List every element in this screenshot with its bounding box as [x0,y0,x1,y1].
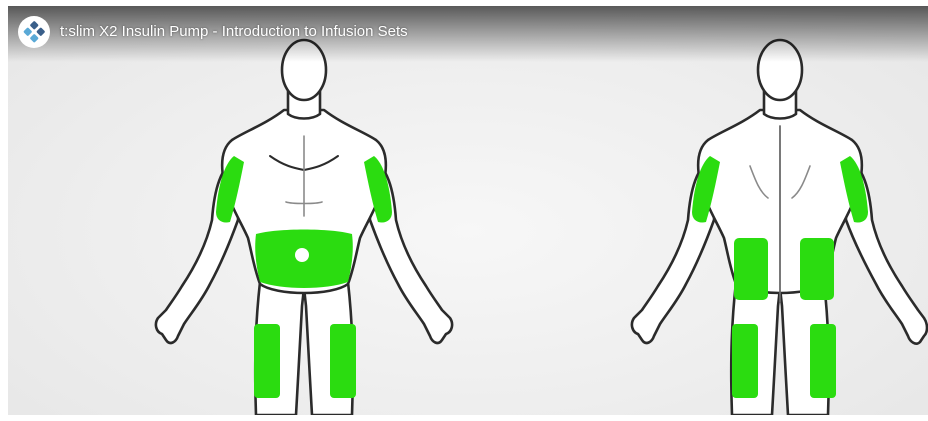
back-site-thigh-left [732,324,758,398]
video-title[interactable]: t:slim X2 Insulin Pump - Introduction to… [60,22,408,42]
back-site-buttock-left [734,238,768,300]
video-top-bar: t:slim X2 Insulin Pump - Introduction to… [8,6,928,62]
back-site-thigh-right [810,324,836,398]
back-site-buttock-right [800,238,834,300]
front-site-thigh-left [254,324,280,398]
channel-avatar[interactable] [18,16,50,48]
body-illustration [8,6,928,415]
tandem-logo-icon [22,20,46,44]
video-player[interactable]: t:slim X2 Insulin Pump - Introduction to… [8,6,928,415]
front-body-figure [156,40,452,415]
front-site-thigh-right [330,324,356,398]
back-body-figure [632,40,927,415]
infusion-set-icon [295,248,309,262]
